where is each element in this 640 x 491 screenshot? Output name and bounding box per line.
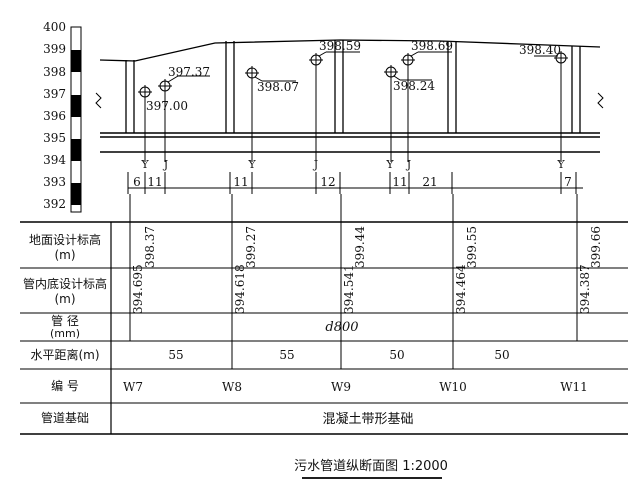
manhole-w9 xyxy=(334,40,344,133)
connection-marker xyxy=(309,51,360,162)
scale-tick-393: 393 xyxy=(43,175,66,189)
manhole-code-w10: W10 xyxy=(439,380,467,394)
manhole-w8 xyxy=(225,41,235,133)
connection-marker xyxy=(384,65,432,162)
fitting-code: Y xyxy=(385,158,394,171)
scale-tick-392: 392 xyxy=(43,197,66,211)
spacing-dimension xyxy=(127,172,583,194)
invert-elevation-w8: 394.618 xyxy=(233,264,247,314)
scale-tick-395: 395 xyxy=(43,131,66,145)
ground-elevation-w8: 399.27 xyxy=(244,226,258,268)
spacing-value: 11 xyxy=(233,175,248,189)
connection-marker xyxy=(158,75,210,162)
connection-marker xyxy=(138,85,152,162)
row-label-ground-elevation: 地面设计标高 xyxy=(29,232,101,247)
drawing-caption: 污水管道纵断面图 1:2000 xyxy=(294,459,448,474)
fitting-code: Y xyxy=(247,158,256,171)
distance-w7-w8: 55 xyxy=(168,348,183,362)
break-mark-right xyxy=(597,92,604,109)
row-label-code: 编 号 xyxy=(51,378,79,393)
ground-elevation-w11: 399.66 xyxy=(589,226,603,268)
elevation-label: 397.00 xyxy=(146,99,188,113)
scale-tick-396: 396 xyxy=(43,109,66,123)
row-label-ground-unit: (m) xyxy=(54,248,75,262)
fitting-code: J xyxy=(406,158,411,171)
connection-marker xyxy=(534,51,568,162)
spacing-value: 7 xyxy=(564,175,572,189)
elevation-label: 398.07 xyxy=(257,80,299,94)
spacing-value: 12 xyxy=(320,175,335,189)
break-mark-left xyxy=(95,92,102,109)
manhole-w10 xyxy=(447,41,457,133)
manhole-code-w7: W7 xyxy=(123,380,143,394)
distance-w8-w9: 55 xyxy=(279,348,294,362)
row-label-invert-unit: (m) xyxy=(54,292,75,306)
row-label-horizontal-distance: 水平距离(m) xyxy=(30,347,99,362)
scale-tick-400: 400 xyxy=(43,20,66,34)
manhole-code-w11: W11 xyxy=(560,380,588,394)
fitting-code: Y xyxy=(556,158,565,171)
spacing-value: 11 xyxy=(147,175,162,189)
ground-elevation-w10: 399.55 xyxy=(465,226,479,268)
manhole-code-w8: W8 xyxy=(222,380,242,394)
pipe-diameter-value: d800 xyxy=(325,320,358,335)
elevation-label: 398.40 xyxy=(519,43,561,57)
profile-table xyxy=(20,194,628,435)
ground-surface-line xyxy=(99,39,601,62)
distance-w9-w10: 50 xyxy=(389,348,404,362)
spacing-value: 6 xyxy=(133,175,141,189)
row-label-foundation: 管道基础 xyxy=(41,410,89,425)
elevation-label: 398.69 xyxy=(411,39,453,53)
row-label-pipe-diameter-unit: (mm) xyxy=(50,327,80,340)
connection-marker xyxy=(401,51,452,162)
scale-tick-397: 397 xyxy=(43,87,66,101)
elevation-scale-bar: 400 399 398 397 396 395 394 393 392 xyxy=(43,20,82,213)
manhole-w7 xyxy=(125,60,135,133)
ground-elevation-w7: 398.37 xyxy=(143,226,157,268)
scale-tick-398: 398 xyxy=(43,65,66,79)
manhole-code-w9: W9 xyxy=(331,380,351,394)
connection-marker xyxy=(245,66,296,162)
row-label-pipe-diameter: 管 径 xyxy=(51,313,79,328)
invert-elevation-w7: 394.695 xyxy=(131,264,145,314)
row-label-invert-elevation: 管内底设计标高 xyxy=(23,276,107,291)
spacing-value: 21 xyxy=(422,175,437,189)
fitting-code: Y xyxy=(140,158,149,171)
elevation-label: 398.59 xyxy=(319,39,361,53)
spacing-value: 11 xyxy=(392,175,407,189)
invert-elevation-w10: 394.464 xyxy=(454,264,468,314)
distance-w10-w11: 50 xyxy=(494,348,509,362)
fitting-code: J xyxy=(163,158,168,171)
elevation-label: 398.24 xyxy=(393,79,435,93)
elevation-label: 397.37 xyxy=(168,65,210,79)
foundation-value: 混凝土带形基础 xyxy=(322,411,413,427)
invert-elevation-w9: 394.541 xyxy=(342,264,356,314)
scale-tick-394: 394 xyxy=(43,153,66,167)
invert-elevation-w11: 394.387 xyxy=(578,264,592,314)
ground-elevation-w9: 399.44 xyxy=(353,226,367,268)
manhole-w11 xyxy=(571,46,581,133)
fitting-code: J xyxy=(313,158,318,171)
scale-tick-399: 399 xyxy=(43,42,66,56)
